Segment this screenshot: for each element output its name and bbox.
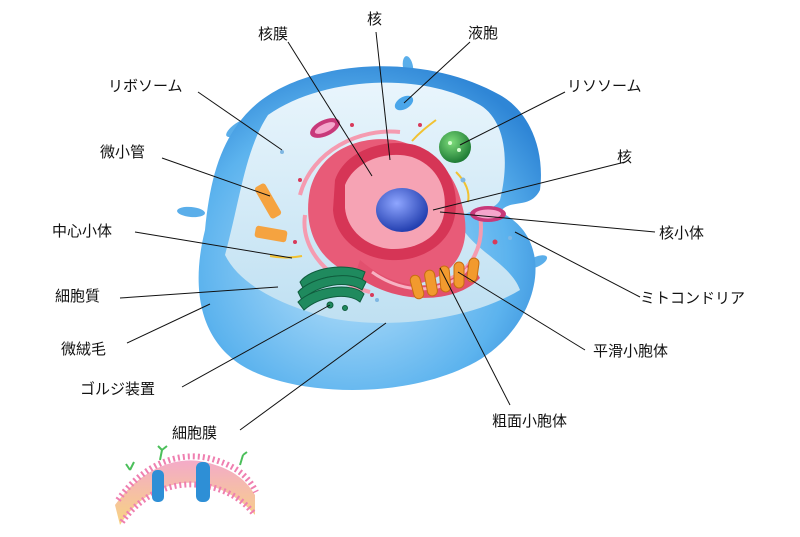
label-vacuole: 液胞 — [468, 24, 499, 42]
label-centriole: 中心小体 — [52, 222, 113, 240]
label-ribosome: リボソーム — [108, 77, 183, 95]
label-nuclear-membrane: 核膜 — [258, 25, 289, 43]
lysosome — [439, 131, 471, 163]
label-microvilli: 微絨毛 — [61, 340, 107, 358]
label-microtubule: 微小管 — [100, 143, 146, 161]
leader-lines — [119, 31, 656, 431]
label-golgi: ゴルジ装置 — [80, 380, 156, 398]
mitochondria — [470, 206, 506, 222]
label-nucleus: 核 — [617, 148, 633, 166]
label-smooth-er: 平滑小胞体 — [593, 342, 669, 360]
label-cytoplasm: 細胞質 — [55, 287, 101, 305]
nucleus — [333, 143, 456, 261]
centriole — [254, 225, 288, 243]
label-mitochondria: ミトコンドリア — [640, 289, 746, 307]
mitochondria-upper — [310, 118, 340, 138]
ribosomes — [293, 123, 498, 297]
vesicles — [280, 150, 512, 302]
label-nucleolus: 核小体 — [659, 224, 705, 242]
nucleolus — [376, 188, 428, 232]
label-cell-membrane: 細胞膜 — [172, 424, 218, 442]
smooth-er — [409, 257, 480, 300]
microtubule — [254, 183, 282, 219]
golgi-apparatus — [297, 266, 367, 311]
label-nucleus-top: 核 — [367, 10, 383, 28]
membrane-bilayer-inset — [115, 445, 259, 525]
label-lysosome: リソソーム — [567, 77, 642, 95]
label-rough-er: 粗面小胞体 — [492, 412, 568, 430]
